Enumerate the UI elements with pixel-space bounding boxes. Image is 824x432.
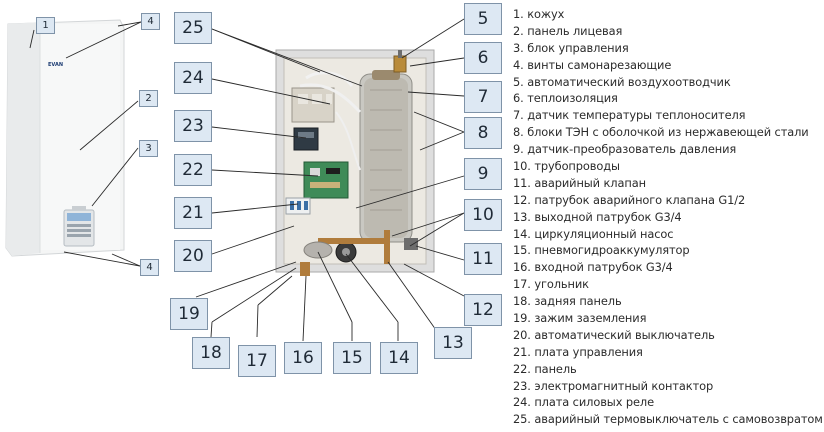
callout-16: 16 <box>284 342 322 374</box>
callout-2-small: 2 <box>139 90 158 107</box>
legend-item: 7. датчик температуры теплоносителя <box>513 108 746 123</box>
legend-item: 5. автоматический воздухоотводчик <box>513 74 731 89</box>
legend-item: 11. аварийный клапан <box>513 175 646 190</box>
legend-item: 3. блок управления <box>513 40 629 55</box>
callout-14: 14 <box>380 342 418 374</box>
legend-item: 2. панель лицевая <box>513 23 623 38</box>
callout-8: 8 <box>464 117 502 149</box>
control-block <box>63 206 95 247</box>
callout-1-small: 1 <box>36 17 55 34</box>
legend-item: 16. входной патрубок G3/4 <box>513 260 673 275</box>
callout-9: 9 <box>464 158 502 190</box>
legend-item: 20. автоматический выключатель <box>513 327 715 342</box>
legend-item: 23. электромагнитный контактор <box>513 378 714 393</box>
legend-item: 13. выходной патрубок G3/4 <box>513 209 682 224</box>
legend-item: 22. панель <box>513 361 577 376</box>
boiler-brand-logo: EVAN <box>48 62 63 68</box>
callout-21: 21 <box>174 197 212 229</box>
callout-20: 20 <box>174 240 212 272</box>
legend-item: 18. задняя панель <box>513 294 622 309</box>
pump <box>335 241 357 263</box>
legend-item: 15. пневмогидроаккумулятор <box>513 243 690 258</box>
circuit-breakers <box>285 197 311 215</box>
control-board <box>303 161 349 199</box>
callout-6: 6 <box>464 42 502 74</box>
parts-legend: 1. кожух 2. панель лицевая 3. блок управ… <box>513 6 823 428</box>
callout-4-bottom-small: 4 <box>140 259 159 276</box>
legend-item: 21. плата управления <box>513 344 643 359</box>
relay-board <box>291 87 335 123</box>
callout-10: 10 <box>464 199 502 231</box>
callout-12: 12 <box>464 294 502 326</box>
callout-17: 17 <box>238 345 276 377</box>
legend-item: 9. датчик-преобразователь давления <box>513 142 737 157</box>
callout-4-top-small: 4 <box>141 13 160 30</box>
callout-11: 11 <box>464 243 502 275</box>
legend-item: 14. циркуляционный насос <box>513 226 674 241</box>
contactor <box>293 127 319 151</box>
leader-lines <box>29 18 465 342</box>
callout-18: 18 <box>192 337 230 369</box>
callout-13: 13 <box>434 327 472 359</box>
callout-3-small: 3 <box>139 140 158 157</box>
callout-15: 15 <box>333 342 371 374</box>
heat-exchanger-tank <box>359 70 413 243</box>
legend-item: 12. патрубок аварийного клапана G1/2 <box>513 192 746 207</box>
legend-item: 24. плата силовых реле <box>513 395 654 410</box>
air-vent <box>393 50 407 73</box>
callout-25: 25 <box>174 12 212 44</box>
legend-item: 1. кожух <box>513 7 565 21</box>
legend-item: 10. трубопроводы <box>513 159 620 174</box>
legend-item: 25. аварийный термовыключатель с самовоз… <box>513 412 823 427</box>
callout-19: 19 <box>170 298 208 330</box>
callout-5: 5 <box>464 3 502 35</box>
callout-7: 7 <box>464 81 502 113</box>
legend-item: 6. теплоизоляция <box>513 91 618 106</box>
legend-item: 4. винты самонарезающие <box>513 57 672 72</box>
callout-23: 23 <box>174 110 212 142</box>
legend-item: 8. блоки ТЭН с оболочкой из нержавеющей … <box>513 125 809 140</box>
expansion-vessel <box>303 241 333 259</box>
pipes <box>300 230 418 276</box>
callout-22: 22 <box>174 154 212 186</box>
callout-24: 24 <box>174 62 212 94</box>
legend-item: 17. угольник <box>513 277 589 292</box>
legend-item: 19. зажим заземления <box>513 311 647 326</box>
